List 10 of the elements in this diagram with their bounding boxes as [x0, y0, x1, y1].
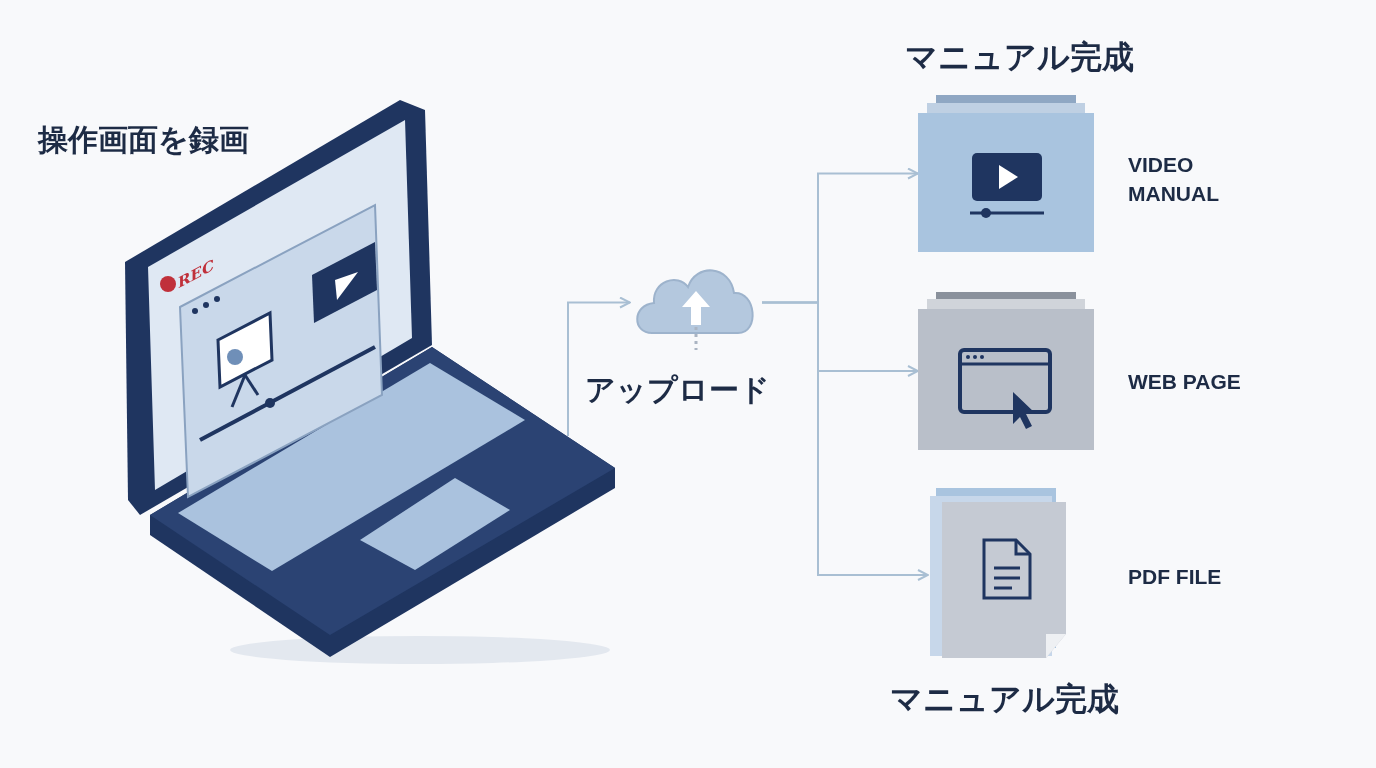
caption-text: 操作画面を録画 [38, 121, 249, 159]
caption-text: アップロード [585, 371, 770, 409]
rec-label: REC [178, 255, 214, 293]
output-label: PDF FILE [1128, 564, 1223, 590]
arrow [567, 296, 631, 437]
output-label: VIDEO MANUAL [1128, 152, 1220, 207]
heading: マニュアル完成 [905, 37, 1134, 78]
caption-text: マニュアル完成 [890, 679, 1119, 720]
arrow [761, 301, 929, 581]
output-label: WEB PAGE [1128, 369, 1242, 395]
